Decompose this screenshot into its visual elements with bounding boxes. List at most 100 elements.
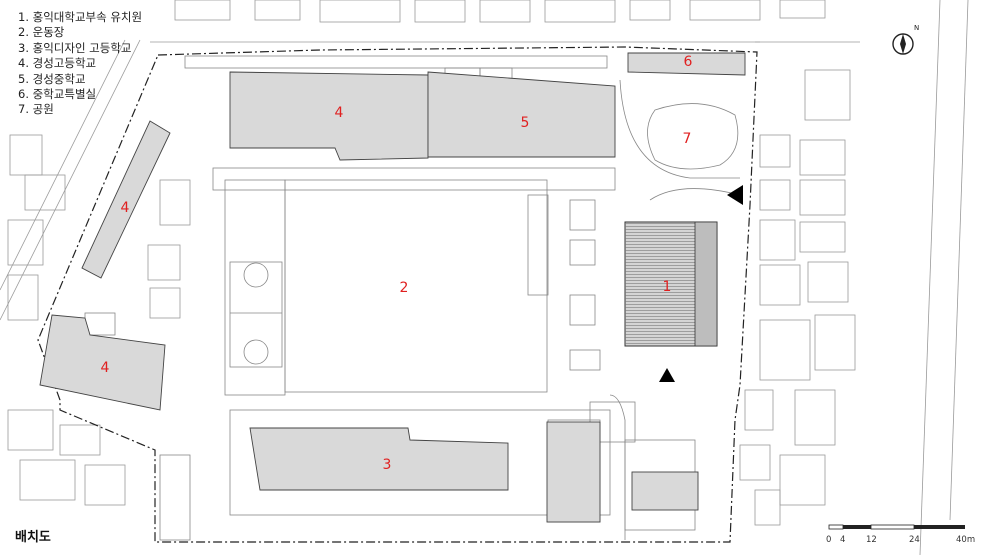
drawing-title: 배치도 (15, 530, 51, 545)
court-area (224, 179, 286, 396)
neighbor-block (739, 444, 771, 481)
entrance-arrow-east (727, 185, 743, 205)
legend-item: 3. 홍익디자인 고등학교 (18, 40, 132, 55)
neighbor-block (149, 287, 181, 319)
neighbor-block (754, 489, 781, 526)
neighbor-block (804, 69, 851, 121)
building-6 (627, 52, 746, 76)
label-building-4-south: 4 (101, 360, 110, 376)
path (649, 188, 741, 201)
outdoor-item (569, 199, 596, 231)
legend-item: 1. 홍익대학교부속 유치원 (18, 10, 143, 24)
neighbor-block (84, 464, 126, 506)
neighbor-block (629, 0, 671, 21)
walkway (212, 167, 616, 191)
neighbor-block (544, 0, 616, 23)
court-circle (243, 339, 269, 365)
building-5 (427, 71, 616, 158)
legend-item: 5. 경성중학교 (18, 71, 86, 86)
neighbor-block (799, 221, 846, 253)
neighbor-block (807, 261, 849, 303)
label-playground-2: 2 (400, 280, 409, 296)
neighbor-block (59, 424, 101, 456)
scale-tick-label: 24 (909, 535, 920, 545)
road-edge (919, 0, 941, 555)
bench-row (527, 194, 549, 296)
neighbor-block (9, 134, 43, 176)
building-1-roof-hatch (625, 222, 695, 346)
neighbor-block (7, 409, 54, 451)
neighbor-block (794, 389, 836, 446)
label-park-7: 7 (683, 131, 692, 147)
outdoor-item (569, 239, 596, 266)
scale-tick-label: 4 (840, 535, 846, 545)
path (609, 394, 626, 540)
neighbor-block (759, 219, 796, 261)
neighbor-block (414, 0, 466, 23)
scale-bar (828, 524, 965, 530)
neighbor-block (779, 454, 826, 506)
annex (84, 312, 116, 336)
legend-item: 6. 중학교특별실 (18, 87, 97, 102)
walkway (184, 55, 608, 69)
label-building-4-north: 4 (335, 105, 344, 121)
road-edge (0, 39, 141, 321)
neighbor-block (759, 179, 791, 211)
label-building-5: 5 (521, 115, 530, 131)
neighbor-block (759, 264, 801, 306)
building-1-wing (694, 221, 718, 347)
park-path (647, 103, 739, 170)
building-3 (249, 427, 509, 491)
neighbor-block (159, 179, 191, 226)
neighbor-building (631, 471, 699, 511)
outdoor-item (569, 294, 596, 326)
neighbor-block (319, 0, 401, 23)
road-edge (949, 0, 969, 521)
north-label: N (914, 24, 919, 32)
neighbor-block (689, 0, 761, 21)
neighbor-block (174, 0, 231, 21)
legend-item: 2. 운동장 (18, 25, 65, 40)
court-circle (243, 262, 269, 288)
legend-item: 4. 경성고등학교 (18, 56, 97, 71)
road-edge (0, 39, 126, 291)
legend-item: 7. 공원 (18, 102, 54, 117)
neighbor-block (147, 244, 181, 281)
neighbor-block (759, 134, 791, 168)
neighbor-block (254, 0, 301, 21)
label-building-1: 1 (663, 279, 672, 295)
north-arrow-icon: N (892, 24, 919, 55)
neighbor-block (779, 0, 826, 19)
label-building-3: 3 (383, 457, 392, 473)
building-4-north (229, 71, 429, 161)
label-building-6: 6 (684, 54, 693, 70)
entrance-arrow-south (659, 368, 675, 382)
scale-tick-label: 12 (866, 535, 877, 545)
path (619, 79, 740, 179)
legend: 1. 홍익대학교부속 유치원 2. 운동장 3. 홍익디자인 고등학교 4. 경… (18, 10, 142, 118)
label-building-4-west: 4 (121, 200, 130, 216)
neighbor-block (19, 459, 76, 501)
neighbor-block (799, 139, 846, 176)
scale-tick-label: 0 (826, 535, 832, 545)
neighbor-block (759, 319, 811, 381)
playground-outline (284, 179, 548, 393)
neighbor-block (814, 314, 856, 371)
neighbor-block (7, 219, 44, 266)
scale-tick-label: 40m (956, 535, 976, 545)
neighbor-block (744, 389, 774, 431)
building-4-south (39, 314, 166, 411)
building-3-annex (546, 421, 601, 523)
neighbor-block (24, 174, 66, 211)
school-yard (229, 409, 611, 516)
basketball-court (229, 261, 283, 368)
site-boundary (37, 46, 758, 543)
outdoor-item (569, 349, 601, 371)
neighbor-block (7, 274, 39, 321)
neighbor-block (479, 0, 531, 23)
building-4-west (81, 120, 171, 279)
neighbor-block (799, 179, 846, 216)
side-building (159, 454, 191, 541)
